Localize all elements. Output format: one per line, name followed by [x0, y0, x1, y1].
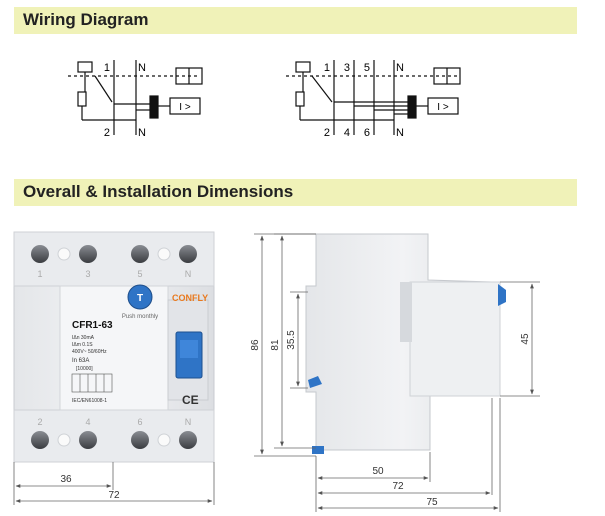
spec-row: 400V~ 50/60Hz [72, 349, 107, 355]
wiring-4p-test-symbol: I > [437, 102, 449, 113]
dim-depth-72: 72 [392, 481, 404, 492]
dim-depth-75: 75 [426, 497, 438, 508]
spec-row: [10000] [76, 366, 93, 372]
test-button-label: T [137, 293, 143, 304]
bottom-terminal-screws [31, 431, 197, 449]
terminal-screw-icon [79, 245, 97, 263]
top-terminal-label-1: 1 [37, 269, 42, 279]
top-terminal-label-n: N [185, 269, 192, 279]
spec-row: IEC/EN61008-1 [72, 398, 107, 404]
terminal-screw-icon [79, 431, 97, 449]
spec-block: IΔn 30mA IΔm 0.1S 400V~ 50/60Hz In 63A [… [71, 335, 113, 404]
dimensions-title: Overall & Installation Dimensions [23, 182, 294, 201]
test-button[interactable] [127, 284, 153, 310]
wiring-4p-top-label-n: N [396, 62, 404, 74]
bottom-terminal-label-6: 6 [137, 417, 142, 427]
dim-front-72: 72 [108, 490, 120, 501]
dim-height-81: 81 [270, 339, 281, 351]
toggle-side-icon [498, 284, 506, 306]
bottom-terminal-label-2: 2 [37, 417, 42, 427]
terminal-screw-icon [179, 431, 197, 449]
bottom-terminal-label-4: 4 [85, 417, 90, 427]
wiring-2p-bottom-label-n: N [138, 127, 146, 139]
wiring-4p-top-label-3: 3 [344, 62, 350, 74]
wiring-4p-bottom-label-n: N [396, 127, 404, 139]
dim-toggle-45: 45 [520, 333, 531, 345]
device-side-view [305, 233, 506, 454]
spec-row: IΔn 30mA [72, 335, 95, 341]
wiring-diagram-title: Wiring Diagram [23, 10, 149, 29]
model-label: CFR1-63 [72, 320, 113, 331]
brand-label: CONFLY [172, 293, 208, 303]
din-clip-lower-icon [312, 446, 324, 454]
din-clip-upper-icon [308, 376, 322, 388]
top-terminal-screws [31, 245, 197, 263]
ce-mark: CE [182, 393, 199, 407]
wiring-4p-top-label-5: 5 [364, 62, 370, 74]
top-terminal-label-5: 5 [137, 269, 142, 279]
wiring-4p-top-label-1: 1 [324, 62, 330, 74]
wiring-diagram-4pole [286, 60, 461, 135]
wiring-4p-bottom-label-4: 4 [344, 127, 350, 139]
wiring-4p-bottom-label-6: 6 [364, 127, 370, 139]
wiring-2p-test-symbol: I > [179, 102, 191, 113]
wiring-diagram-2pole [68, 60, 203, 135]
wiring-4p-bottom-label-2: 2 [324, 127, 330, 139]
toggle-lever-face [180, 340, 198, 358]
dim-front-36: 36 [60, 474, 72, 485]
top-terminal-label-3: 3 [85, 269, 90, 279]
dim-depth-50: 50 [372, 466, 384, 477]
side-dimension-lines [254, 233, 540, 512]
wiring-diagram-banner: Wiring Diagram [14, 7, 577, 34]
terminal-screw-icon [131, 431, 149, 449]
terminal-screw-icon [179, 245, 197, 263]
dimensions-banner: Overall & Installation Dimensions [14, 179, 577, 206]
wiring-2p-bottom-label-2: 2 [104, 127, 110, 139]
front-dimension-lines [13, 462, 215, 505]
dim-rail-35-5: 35.5 [286, 330, 297, 350]
push-monthly-label: Push monthly [122, 314, 158, 320]
spec-row: In 63A [72, 358, 89, 364]
terminal-screw-icon [131, 245, 149, 263]
terminal-screw-icon [31, 245, 49, 263]
wiring-2p-top-label-n: N [138, 62, 146, 74]
spec-row: IΔm 0.1S [72, 342, 93, 348]
terminal-screw-icon [31, 431, 49, 449]
dim-height-86: 86 [250, 339, 261, 351]
wiring-2p-top-label-1: 1 [104, 62, 110, 74]
bottom-terminal-label-n: N [185, 417, 192, 427]
